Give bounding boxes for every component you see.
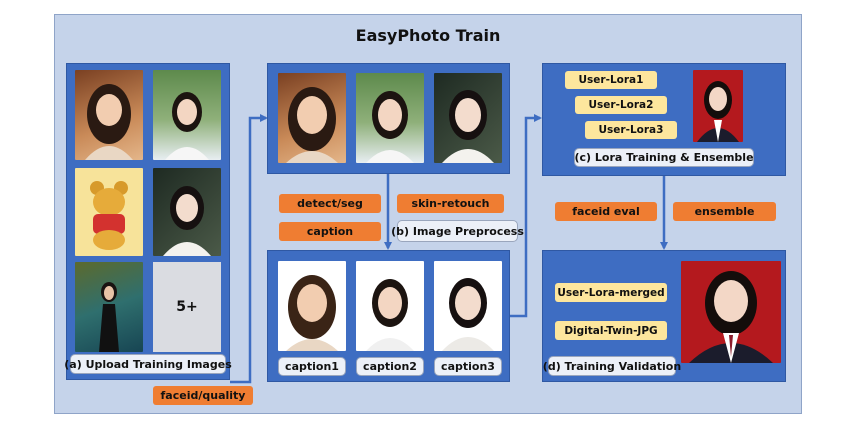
captions-panel: caption1 caption2 caption3 <box>267 250 510 382</box>
caption-label-2: caption2 <box>356 357 424 376</box>
upload-panel-label: (a) Upload Training Images <box>64 354 232 374</box>
caption-step: caption <box>279 222 381 241</box>
faceid-quality-step: faceid/quality <box>153 386 253 405</box>
digital-twin-photo <box>681 261 781 363</box>
arrow-upload-to-preprocess <box>230 114 268 384</box>
user-lora-merged: User-Lora-merged <box>555 283 667 302</box>
cropped-photo-3 <box>434 73 502 163</box>
arrow-captions-to-lora <box>510 114 542 318</box>
captioned-photo-1 <box>278 261 346 351</box>
more-images-tile: 5+ <box>153 262 221 352</box>
ensemble-step: ensemble <box>673 202 776 221</box>
caption-label-1: caption1 <box>278 357 346 376</box>
captioned-photo-2 <box>356 261 424 351</box>
lora-id-photo <box>693 70 743 142</box>
preprocess-panel <box>267 63 510 174</box>
skin-retouch-step: skin-retouch <box>397 194 504 213</box>
training-photo-2 <box>153 70 221 160</box>
preprocess-panel-label: (b) Image Preprocess <box>391 220 524 242</box>
training-photo-3 <box>75 168 143 256</box>
training-photo-5 <box>75 262 143 352</box>
training-photo-4 <box>153 168 221 256</box>
detect-seg-step: detect/seg <box>279 194 381 213</box>
diagram-title: EasyPhoto Train <box>355 26 501 45</box>
lora-panel-label: (c) Lora Training & Ensemble <box>574 148 754 167</box>
user-lora-2: User-Lora2 <box>575 96 667 114</box>
digital-twin-jpg: Digital-Twin-JPG <box>555 321 667 340</box>
captioned-photo-3 <box>434 261 502 351</box>
cropped-photo-1 <box>278 73 346 163</box>
user-lora-1: User-Lora1 <box>565 71 657 89</box>
user-lora-3: User-Lora3 <box>585 121 677 139</box>
training-photo-1 <box>75 70 143 160</box>
caption-label-3: caption3 <box>434 357 502 376</box>
faceid-eval-step: faceid eval <box>555 202 657 221</box>
validation-panel-label: (d) Training Validation <box>543 356 681 376</box>
cropped-photo-2 <box>356 73 424 163</box>
upload-panel: 5+ <box>66 63 230 380</box>
